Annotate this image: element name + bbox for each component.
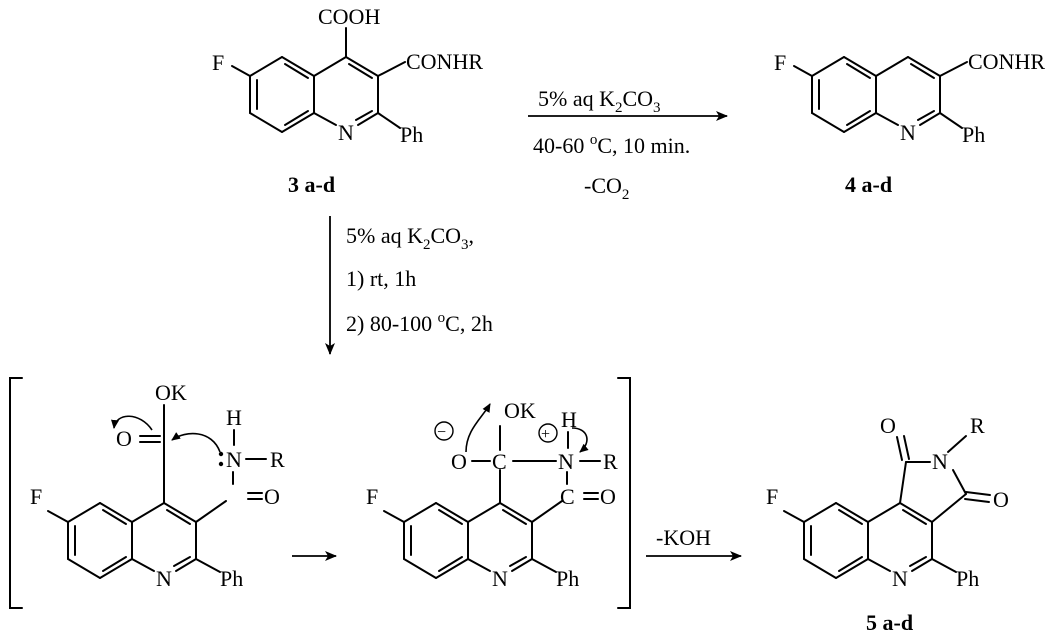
cyclization-step: 5% aq K2CO3, 1) rt, 1h 2) 80-100 oC, 2h xyxy=(325,216,493,355)
lone-pair-dot-1 xyxy=(218,451,224,457)
compound-3-bonds xyxy=(231,27,406,133)
compound-4-bonds xyxy=(793,56,968,133)
compound-5-imide-nitrogen: N xyxy=(932,449,948,474)
curved-arrow-to-carbonyl-o xyxy=(111,415,153,431)
compound-5-r: R xyxy=(970,413,985,438)
curved-arrow-lone-pair-attack xyxy=(171,432,221,453)
elimination-step: -KOH xyxy=(646,525,742,561)
intermediate-2-alkoxide-o: O xyxy=(451,449,467,474)
compound-5-bonds xyxy=(783,435,991,579)
compound-3-ring-nitrogen: N xyxy=(338,120,354,145)
compound-4-amide: CONHR xyxy=(968,49,1045,74)
intermediate-2-h: H xyxy=(561,407,577,432)
intermediate-1-fluorine: F xyxy=(30,484,42,509)
intermediate-1: OK O H N R O F N Ph xyxy=(30,380,285,591)
compound-4-phenyl: Ph xyxy=(962,122,985,147)
intermediate-2-r: R xyxy=(603,449,618,474)
cyclization-step-2: 2) 80-100 oC, 2h xyxy=(346,310,493,336)
right-bracket xyxy=(617,377,631,609)
compound-5-top-oxygen: O xyxy=(880,413,896,438)
intermediate-2-phenyl: Ph xyxy=(556,566,579,591)
decarboxylation-co2-loss: -CO2 xyxy=(584,173,629,203)
intermediate-2-c-label: C xyxy=(492,449,507,474)
compound-5-ring-nitrogen: N xyxy=(892,566,908,591)
compound-5: O N R O F N Ph 5 a-d xyxy=(766,413,1009,635)
negative-charge: − xyxy=(434,421,454,441)
compound-3-amide: CONHR xyxy=(406,49,483,74)
compound-4-label: 4 a-d xyxy=(845,172,892,197)
intermediate-1-ring-nitrogen: N xyxy=(156,566,172,591)
intermediate-2-fluorine: F xyxy=(366,484,378,509)
intermediate-1-ok: OK xyxy=(155,380,187,405)
compound-4-ring-nitrogen: N xyxy=(900,120,916,145)
compound-3-label: 3 a-d xyxy=(288,172,335,197)
curved-arrow-proton-shift xyxy=(571,427,589,453)
compound-3-fluorine: F xyxy=(212,50,224,75)
intermediate-1-amide-o: O xyxy=(264,484,280,509)
svg-text:−: − xyxy=(437,424,446,441)
compound-3-acid: COOH xyxy=(318,4,380,29)
decarboxylation-base: 5% aq K2CO3 xyxy=(538,86,661,116)
intermediate-2-ok: OK xyxy=(504,398,536,423)
compound-4: CONHR F N Ph 4 a-d xyxy=(774,49,1045,197)
lone-pair-dot-2 xyxy=(218,461,224,467)
left-bracket xyxy=(9,377,23,609)
compound-4-fluorine: F xyxy=(774,50,786,75)
decarboxylation-step: 5% aq K2CO3 40-60 oC, 10 min. -CO2 xyxy=(528,86,728,203)
decarboxylation-temperature: 40-60 oC, 10 min. xyxy=(533,132,690,158)
intermediate-2-amide-c: C xyxy=(560,484,575,509)
intermediate-1-amide-n: N xyxy=(226,447,242,472)
intermediate-2-bonds xyxy=(383,425,601,579)
compound-5-fluorine: F xyxy=(766,484,778,509)
compound-3: COOH CONHR F N Ph 3 a-d xyxy=(212,4,483,197)
positive-charge: + xyxy=(538,423,558,443)
intermediate-1-bonds xyxy=(47,404,267,579)
curved-arrow-alkoxide-reform xyxy=(465,403,491,453)
compound-5-right-oxygen: O xyxy=(993,487,1009,512)
intermediate-2-ring-nitrogen: N xyxy=(492,566,508,591)
intermediate-1-phenyl: Ph xyxy=(220,566,243,591)
intermediate-2-amide-o: O xyxy=(600,484,616,509)
compound-5-label: 5 a-d xyxy=(866,610,913,635)
compound-5-phenyl: Ph xyxy=(956,566,979,591)
cyclization-step-1: 1) rt, 1h xyxy=(346,266,416,291)
elimination-label: -KOH xyxy=(656,525,711,550)
intermediate-1-carbonyl-o: O xyxy=(116,426,132,451)
intermediate-1-h: H xyxy=(226,405,242,430)
intermediate-1-r: R xyxy=(270,447,285,472)
intermediate-2-n: N xyxy=(558,449,574,474)
intermediate-2: OK O C H N R C O F N Ph − + xyxy=(366,398,618,591)
compound-3-phenyl: Ph xyxy=(400,122,423,147)
svg-text:+: + xyxy=(541,426,550,443)
cyclization-base: 5% aq K2CO3, xyxy=(346,223,474,253)
